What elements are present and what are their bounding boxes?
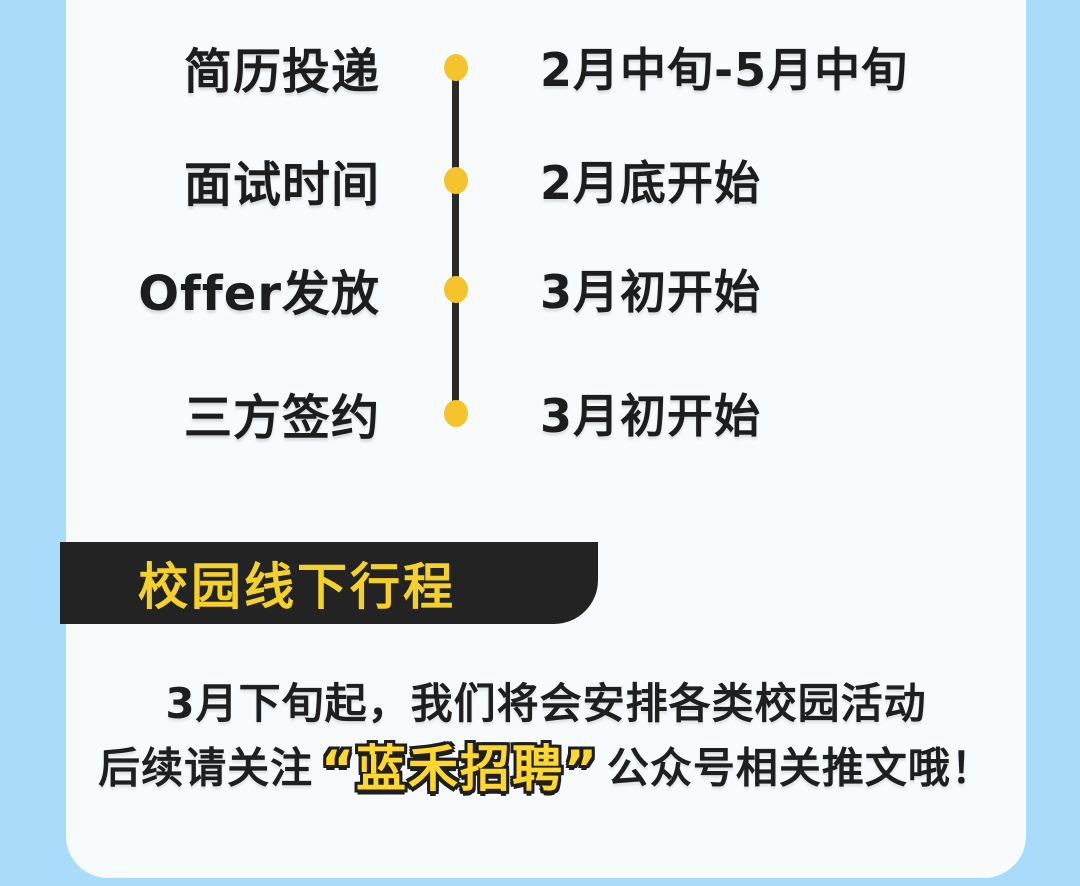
footer-note-line2: 后续请关注“蓝禾招聘”公众号相关推文哦！ [66,738,1026,797]
timeline-stage-value: 2月底开始 [540,156,762,210]
timeline-dot-column [380,166,532,194]
footer-line2-suffix: 公众号相关推文哦！ [606,743,994,793]
timeline-stage-label: 简历投递 [183,44,380,100]
timeline-stage-label: Offer发放 [138,266,380,322]
timeline-dot-column [380,275,532,303]
timeline-stage-label: 三方签约 [183,390,380,446]
timeline-stage-value: 3月初开始 [540,389,762,443]
brand-name: “蓝禾招聘” [321,739,599,798]
timeline-dot-column [380,399,532,427]
timeline-dot-icon [444,399,468,427]
timeline-dot-icon [444,166,468,194]
footer-line2-prefix: 后续请关注 [98,743,314,793]
section-title: 校园线下行程 [138,558,456,616]
content-card: 简历投递 2月中旬-5月中旬 面试时间 2月底开始 Offer发放 3月初开始 [60,0,1026,878]
timeline-row: 面试时间 2月底开始 [66,150,1026,213]
timeline-row: 简历投递 2月中旬-5月中旬 [66,37,1026,100]
timeline-row: Offer发放 3月初开始 [66,259,1026,322]
timeline-stage-value: 2月中旬-5月中旬 [540,43,909,97]
timeline-row: 三方签约 3月初开始 [66,383,1026,446]
timeline-line [452,67,459,413]
footer-note-line1: 3月下旬起，我们将会安排各类校园活动 [165,679,927,728]
section-banner: 校园线下行程 [60,542,598,624]
timeline-dot-icon [444,53,468,81]
timeline-dot-column [380,53,532,81]
recruitment-timeline: 简历投递 2月中旬-5月中旬 面试时间 2月底开始 Offer发放 3月初开始 [66,0,1026,500]
timeline-stage-label: 面试时间 [183,157,380,213]
timeline-dot-icon [444,275,468,303]
timeline-stage-value: 3月初开始 [540,265,762,319]
